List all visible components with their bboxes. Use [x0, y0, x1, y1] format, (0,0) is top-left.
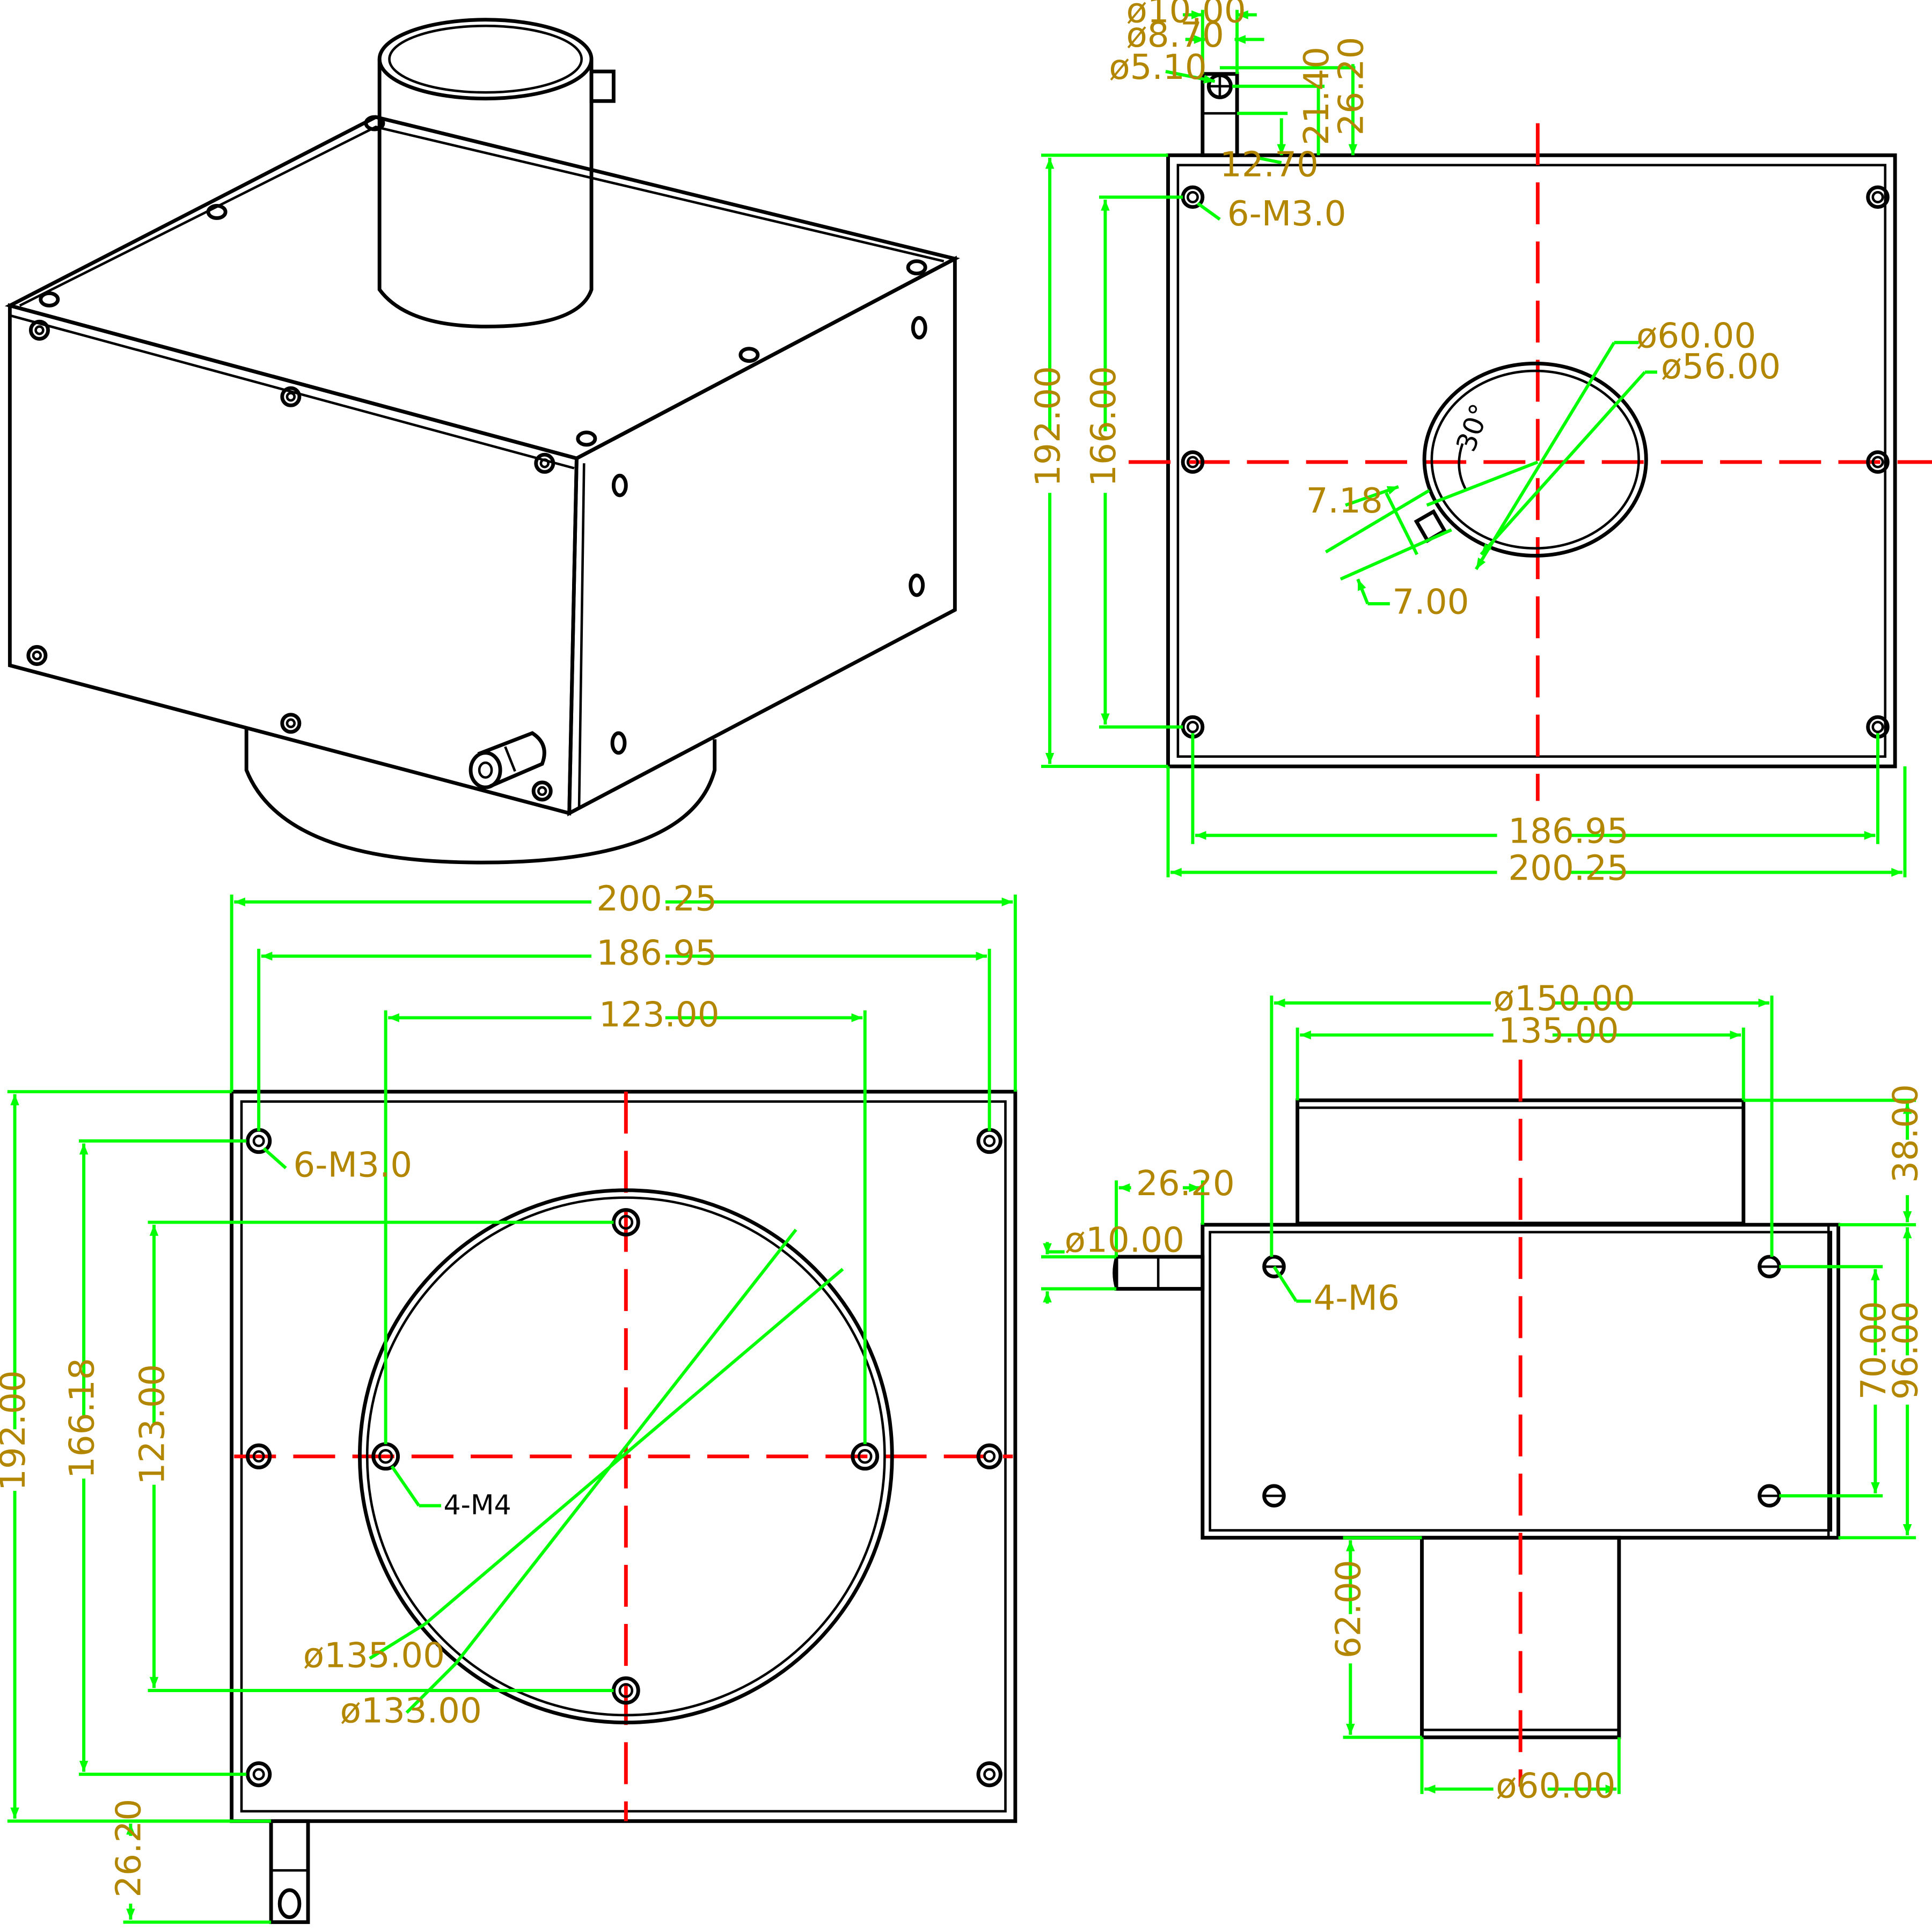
- top-dim-18695: 186.95: [1508, 811, 1629, 851]
- top-dim-192: 192.00: [1028, 366, 1068, 487]
- top-dim-1270: 12.70: [1220, 144, 1319, 185]
- top-dim-700: 7.00: [1392, 582, 1469, 622]
- bottom-view-m3-holes: [246, 1128, 1002, 1788]
- bottom-view-dimensions: [7, 894, 1017, 1924]
- bottom-dim-d133: ø133.00: [340, 1691, 482, 1731]
- top-dim-d87: ø8.70: [1126, 15, 1224, 55]
- side-dim-2620: 26.20: [1136, 1163, 1235, 1204]
- bottom-holes-label: 6-M3.0: [293, 1145, 412, 1185]
- iso-front-holes: [26, 319, 555, 802]
- bottom-dim-16618: 166.18: [62, 1358, 102, 1479]
- top-dim-d10: ø10.00: [1126, 0, 1246, 31]
- side-dim-96: 96.00: [1885, 1301, 1926, 1400]
- side-dim-d150: ø150.00: [1494, 979, 1635, 1019]
- side-holes-m6-label: 4-M6: [1313, 1278, 1399, 1319]
- top-view-cylinder-outer: [1422, 361, 1648, 558]
- top-dim-166: 166.00: [1084, 366, 1124, 487]
- bottom-view-flange-inner: [365, 1196, 886, 1717]
- bottom-view: 200.25 186.95 123.00 192.00 166.18 123.0…: [0, 879, 1018, 1924]
- side-view-dimensions: [1041, 996, 1916, 1794]
- top-view-cylinder-inner: [1430, 369, 1640, 550]
- bottom-dim-123-v: 123.00: [132, 1364, 172, 1485]
- iso-top-holes: [39, 115, 927, 447]
- top-dim-2140: 21.40: [1297, 47, 1337, 145]
- iso-top-cylinder: [377, 59, 594, 328]
- bottom-dim-d135: ø135.00: [303, 1635, 445, 1675]
- top-angle-label: 30°: [1450, 400, 1496, 456]
- top-dim-d56: ø56.00: [1661, 347, 1781, 387]
- side-dim-62: 62.00: [1329, 1560, 1369, 1658]
- bottom-dim-192: 192.00: [0, 1370, 33, 1491]
- iso-right-holes: [610, 316, 927, 755]
- side-view: ø150.00 135.00 26.20 ø10.00 4-M6 38.00 7…: [1041, 979, 1926, 1806]
- top-dim-718: 7.18: [1306, 481, 1383, 521]
- iso-box-right-face: [567, 255, 957, 817]
- bottom-dim-18695: 186.95: [596, 933, 717, 974]
- bottom-dim-20025: 200.25: [596, 879, 717, 919]
- bottom-holes-m4-label: 4-M4: [444, 1489, 511, 1521]
- bottom-view-plate: [230, 1089, 1018, 1823]
- bottom-view-fitting: [269, 1819, 310, 1924]
- side-dim-70: 70.00: [1854, 1301, 1894, 1400]
- bottom-dim-2620: 26.20: [109, 1799, 149, 1898]
- side-dim-d60: ø60.00: [1496, 1766, 1615, 1806]
- top-dim-2620: 26.20: [1331, 37, 1371, 136]
- iso-box-top-face: [4, 115, 960, 460]
- top-view-holes: [1181, 185, 1890, 739]
- top-view-dimensions: [1041, 10, 1907, 877]
- top-view: ø10.00 ø8.70 ø5.10 21.40 26.20 12.70 192…: [1028, 0, 1932, 888]
- bottom-view-flange-outer: [357, 1188, 894, 1725]
- side-dim-d10: ø10.00: [1065, 1220, 1184, 1261]
- side-dim-38: 38.00: [1885, 1084, 1926, 1183]
- top-dim-20025: 200.25: [1508, 848, 1629, 888]
- top-dim-d60: ø60.00: [1636, 316, 1756, 356]
- top-dim-d51: ø5.10: [1109, 47, 1206, 87]
- side-dim-135: 135.00: [1498, 1011, 1619, 1051]
- iso-box-front-face: [8, 303, 579, 816]
- iso-bottom-cylinder: [244, 727, 717, 865]
- iso-side-fitting: [469, 731, 546, 789]
- side-view-m6-holes: [1262, 1255, 1781, 1508]
- bottom-dim-123-h: 123.00: [599, 995, 720, 1035]
- bottom-view-m4-holes: [371, 1208, 880, 1705]
- isometric-view: [4, 18, 960, 865]
- top-holes-label: 6-M3.0: [1227, 194, 1346, 234]
- side-view-fitting: [1113, 1255, 1205, 1291]
